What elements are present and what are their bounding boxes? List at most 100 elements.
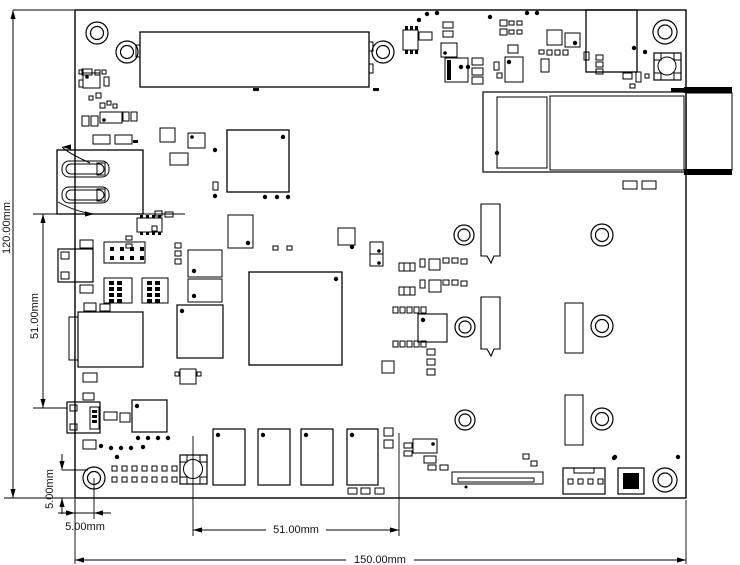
soc-chip [248, 271, 343, 366]
small-ics-shape [187, 249, 223, 278]
soc-chip-shape [248, 271, 343, 366]
soc-chip-shape [333, 276, 339, 282]
small-ics-shape [130, 247, 134, 251]
passives-shape [111, 465, 118, 472]
small-ics-shape [564, 32, 581, 48]
mounting-hole-outer [590, 223, 614, 247]
dimm-connector [135, 31, 374, 88]
pin-header-shape [597, 478, 604, 485]
small-ics-shape [101, 69, 107, 75]
wifi-module [226, 129, 290, 193]
micro-usb-connector-shape [89, 406, 100, 430]
sd-card-slot-shape [77, 311, 144, 368]
micro-usb-connector-shape [69, 404, 78, 412]
passives-shape [360, 487, 371, 495]
pin-header-shape [573, 467, 595, 474]
small-ics-shape [152, 232, 155, 235]
mounting-hole-inner [119, 44, 135, 60]
small-ics-shape [117, 287, 122, 291]
right-edge-connector-shape [684, 169, 732, 175]
antenna-slots-shape [480, 203, 501, 265]
dim-bottom-span-arrowhead [193, 527, 202, 533]
small-ics-shape [377, 249, 381, 253]
antenna-slots-shape [480, 296, 501, 358]
passives-shape [522, 453, 530, 460]
passives-shape [212, 181, 219, 191]
dimension-label: 150.00mm [354, 554, 406, 565]
passives-shape [406, 340, 413, 348]
passives-shape [253, 88, 259, 91]
passives-shape [151, 465, 158, 472]
passives-shape [121, 465, 128, 472]
passives-shape [373, 88, 379, 91]
test-points-shape [165, 435, 171, 441]
passives-shape [426, 358, 436, 366]
small-ics-shape [120, 256, 124, 260]
mounting-hole [652, 19, 678, 45]
passives-shape [133, 140, 138, 143]
mounting-hole [454, 409, 476, 431]
test-points-shape [631, 45, 637, 51]
dimension-leaders-arrowhead [62, 144, 71, 150]
ffc-connector [451, 471, 544, 489]
small-ics-shape [110, 256, 114, 260]
passives-shape [442, 257, 450, 264]
small-ics-shape [369, 253, 384, 267]
dim-eth-to-usb: 51.00mm [29, 213, 185, 409]
small-ics-shape [402, 29, 419, 51]
passives-shape [119, 412, 131, 423]
passives-shape [272, 245, 279, 251]
passives-shape [471, 67, 484, 76]
mounting-hole-inner [657, 24, 673, 40]
passives-shape [403, 450, 413, 457]
passives-shape [451, 257, 459, 264]
dim-bottom-span-arrowhead [390, 527, 399, 533]
dim-hole-offset-y-arrowhead [59, 461, 65, 470]
test-points-shape [262, 194, 268, 200]
small-ics-shape [134, 403, 140, 409]
small-ics-shape [572, 40, 578, 46]
passives-shape [154, 210, 163, 217]
memory-chips-shape [300, 428, 334, 486]
passives-shape [88, 95, 94, 101]
passives-shape [114, 134, 133, 145]
ethernet-jack-shape [61, 186, 110, 204]
dim-board-width: 150.00mm [74, 500, 687, 565]
passives-shape [442, 21, 454, 29]
mounting-hole-inner [594, 318, 610, 334]
small-ics-shape [415, 26, 418, 30]
small-ics-shape [420, 317, 426, 323]
right-edge-connector-shape [671, 88, 685, 92]
passives-shape [79, 284, 94, 294]
mounting-hole [590, 407, 614, 431]
ethernet-jack [56, 149, 144, 215]
micro-usb-connector-shape [92, 420, 97, 423]
micro-usb-connector-shape [92, 410, 97, 413]
power-component-shape [623, 473, 639, 489]
passives-shape [103, 411, 118, 421]
mounting-hole-inner [458, 320, 472, 334]
passives-shape [583, 51, 590, 61]
small-ics-shape [337, 227, 356, 246]
top-right-connector [585, 9, 638, 73]
push-buttons-shape [653, 52, 662, 61]
small-ics-shape [155, 293, 160, 297]
dim-board-height-arrowhead [10, 489, 16, 498]
passives-shape [103, 76, 110, 87]
left-edge-connector-shape [60, 271, 70, 280]
ethernet-jack-shape [96, 162, 106, 176]
small-ics-shape [85, 75, 89, 79]
passives-shape [151, 476, 158, 483]
small-ics-shape [147, 293, 152, 297]
passives-shape [460, 258, 468, 265]
small-ics-shape [187, 132, 206, 149]
test-points-shape [524, 10, 530, 16]
mounting-hole [590, 314, 614, 338]
small-ics-shape [443, 51, 447, 55]
small-ics-shape [227, 214, 254, 249]
passives-shape [171, 476, 178, 483]
test-points-shape [145, 435, 151, 441]
small-ics-shape [140, 215, 143, 218]
passives [78, 19, 657, 495]
small-ics-shape [147, 287, 152, 291]
